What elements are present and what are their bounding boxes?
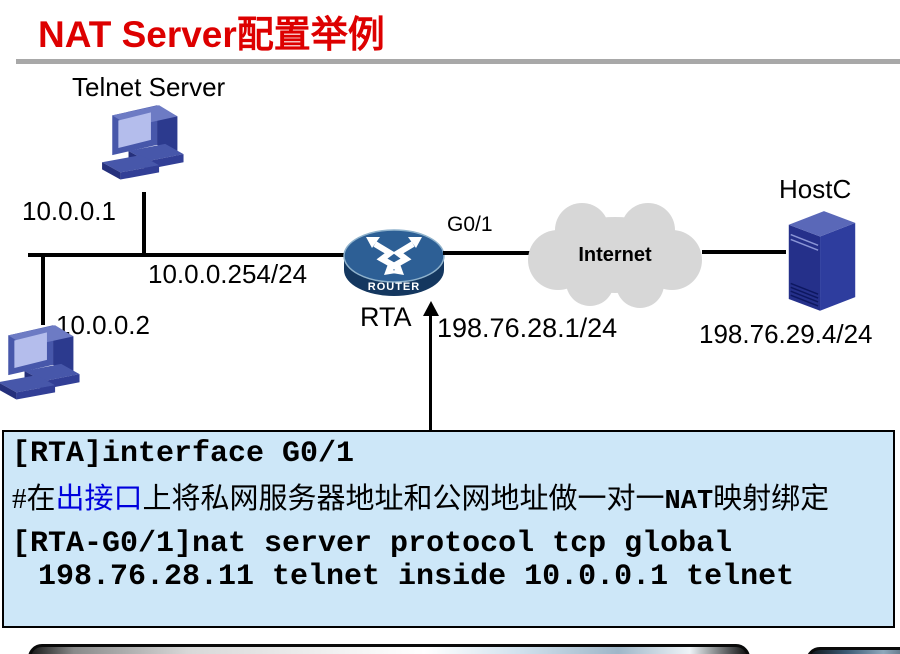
telnet-server-label: Telnet Server [72,72,226,102]
hostc-label: HostC [779,174,852,204]
interface-label: G0/1 [447,213,493,236]
config-line-2-keyword: NAT [664,487,714,517]
link-host2 [41,253,45,325]
config-line-2-middle: 上将私网服务器地址和公网地址做一对一 [142,483,665,515]
tower-computer-icon [788,211,856,311]
title-divider [16,59,900,64]
wan-arrow-line [429,314,432,430]
config-line-3: [RTA-G0/1]nat server protocol tcp global [12,527,733,561]
bottom-window-left [28,644,750,654]
router-icon: ROUTER [343,229,445,296]
desktop-computer-icon [102,105,184,180]
config-line-4: 198.76.28.11 telnet inside 10.0.0.1 teln… [38,560,795,594]
hostc-ip-label: 198.76.29.4/24 [699,319,873,349]
lan-gateway-ip-label: 10.0.0.254/24 [148,259,308,289]
router-body-text: ROUTER [368,281,420,293]
lan-bus-line [28,253,360,257]
link-internet-hostc [702,250,786,254]
internet-cloud-icon [528,203,702,308]
config-command-box: [RTA]interface G0/1 #在出接口上将私网服务器地址和公网地址做… [2,430,895,628]
bottom-window-right [806,647,900,654]
config-line-2-prefix: #在 [12,483,56,515]
host2-ip-label: 10.0.0.2 [56,310,150,340]
desktop-computer-icon [0,325,80,400]
config-line-2: #在出接口上将私网服务器地址和公网地址做一对一NAT映射绑定 [12,475,829,517]
router-name-label: RTA [360,302,412,332]
telnet-server-ip-label: 10.0.0.1 [22,196,116,226]
config-line-2-suffix: 映射绑定 [713,483,830,515]
wan-arrow-head-icon [423,301,439,316]
internet-label: Internet [578,244,652,266]
router-wan-ip-label: 198.76.28.1/24 [437,313,618,343]
link-router-internet [443,251,533,255]
config-line-1: [RTA]interface G0/1 [12,437,355,471]
config-line-2-highlight: 出接口 [55,483,143,515]
page-title: NAT Server配置举例 [38,14,385,55]
link-telnet-server [142,192,146,256]
